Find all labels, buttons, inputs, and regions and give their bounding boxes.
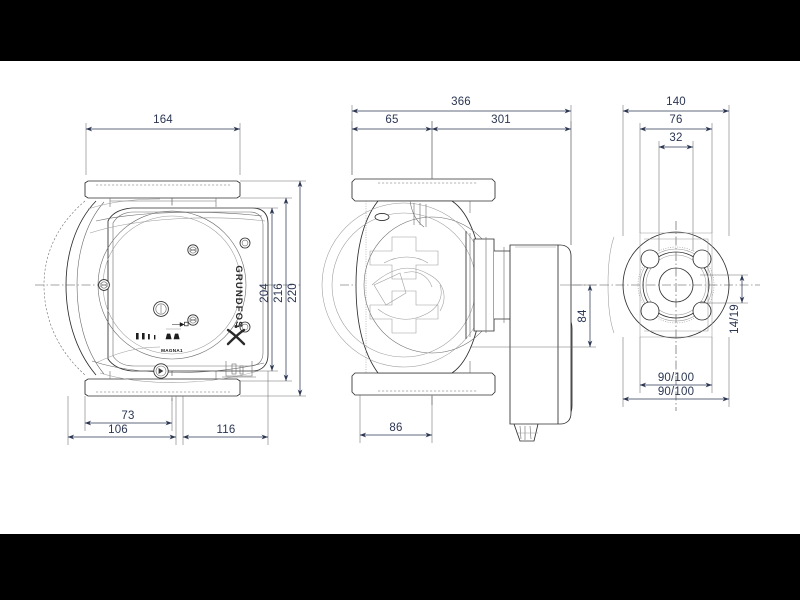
cooling-rib-upper xyxy=(369,236,439,280)
motor-neck xyxy=(473,237,513,333)
shroud-curve-bottom xyxy=(91,360,265,373)
dimension-65: 65 xyxy=(351,114,433,179)
cable-gland xyxy=(222,361,256,378)
shroud-curve-top xyxy=(95,211,263,222)
dimension-73-label: 73 xyxy=(121,410,134,422)
dimension-116-label: 116 xyxy=(217,424,236,436)
grundfos-logo-mark xyxy=(226,325,246,346)
dimension-216: 216 xyxy=(240,197,292,382)
dimension-76-label: 76 xyxy=(669,114,682,126)
letterbox-top xyxy=(0,0,800,61)
dimension-301-label: 301 xyxy=(491,114,511,126)
dimension-301: 301 xyxy=(431,114,572,245)
side-top-flange xyxy=(351,178,496,213)
side-vent xyxy=(374,200,427,228)
dimension-106: 106 xyxy=(67,396,177,445)
cable-entry xyxy=(513,423,539,442)
volute-outline-inner xyxy=(76,201,105,375)
dimension-216-label: 216 xyxy=(273,283,285,303)
dimension-106-label: 106 xyxy=(108,424,128,436)
dimension-204-label: 204 xyxy=(259,283,271,303)
control-button xyxy=(153,363,169,379)
dimension-90-100-a: 90/100 xyxy=(639,337,713,393)
drawing-sheet: MAGNA1 GRUNDFOS xyxy=(0,61,800,534)
dimension-73: 73 xyxy=(84,396,173,431)
dimension-366-label: 366 xyxy=(451,96,471,108)
dimension-86-label: 86 xyxy=(389,422,402,434)
dimension-32: 32 xyxy=(658,132,694,251)
volute-outline xyxy=(65,200,97,376)
hidden-body-outline xyxy=(43,200,86,376)
dimension-220-label: 220 xyxy=(287,283,299,303)
control-panel-indicators xyxy=(136,321,189,340)
dimension-76: 76 xyxy=(639,114,713,233)
dimension-140-label: 140 xyxy=(666,96,686,108)
motor-box-outline xyxy=(509,244,572,425)
dimension-164-label: 164 xyxy=(153,114,173,126)
top-flange xyxy=(84,180,241,207)
dimension-220: 220 xyxy=(240,180,306,397)
bore-circle xyxy=(658,267,694,303)
impeller-vanes xyxy=(371,256,445,320)
dimension-90-100-b: 90/100 xyxy=(622,337,730,407)
dimension-84-label: 84 xyxy=(577,309,589,323)
adjacent-body-arc xyxy=(607,236,615,334)
flange-outer-circle xyxy=(622,231,730,339)
indicator-plug-top xyxy=(153,301,169,317)
view-flange-end: 140 76 32 14/19 xyxy=(600,96,760,411)
bolt-circle xyxy=(637,246,715,324)
dimension-84: 84 xyxy=(470,284,596,348)
cooling-rib-lower xyxy=(369,290,439,334)
flange-seat-circle xyxy=(642,251,710,319)
dimension-204: 204 xyxy=(230,207,278,372)
bolt-holes xyxy=(640,249,712,321)
shroud-curve-top2 xyxy=(89,217,266,234)
dimension-14-19: 14/19 xyxy=(700,274,748,334)
model-label: MAGNA1 xyxy=(161,348,183,353)
dimension-140: 140 xyxy=(622,96,730,236)
dimension-90-100-a-label: 90/100 xyxy=(658,372,694,384)
motor-face-circle xyxy=(97,210,247,360)
shroud-curve-bottom2 xyxy=(99,370,259,383)
dimension-90-100-b-label: 90/100 xyxy=(658,386,694,398)
flange-seat-circle2 xyxy=(645,254,707,316)
view-side: 366 65 301 84 xyxy=(321,96,600,443)
dimension-116: 116 xyxy=(182,371,269,445)
dimension-86: 86 xyxy=(359,395,433,443)
dimension-14-19-label: 14/19 xyxy=(729,304,741,334)
brand-wordmark: GRUNDFOS xyxy=(233,265,244,328)
dimension-65-label: 65 xyxy=(385,114,398,126)
view-front: MAGNA1 GRUNDFOS xyxy=(35,114,306,445)
bottom-flange xyxy=(84,371,241,397)
letterbox-bottom xyxy=(0,534,800,600)
dimension-164: 164 xyxy=(85,114,241,175)
dimension-32-label: 32 xyxy=(669,132,682,144)
